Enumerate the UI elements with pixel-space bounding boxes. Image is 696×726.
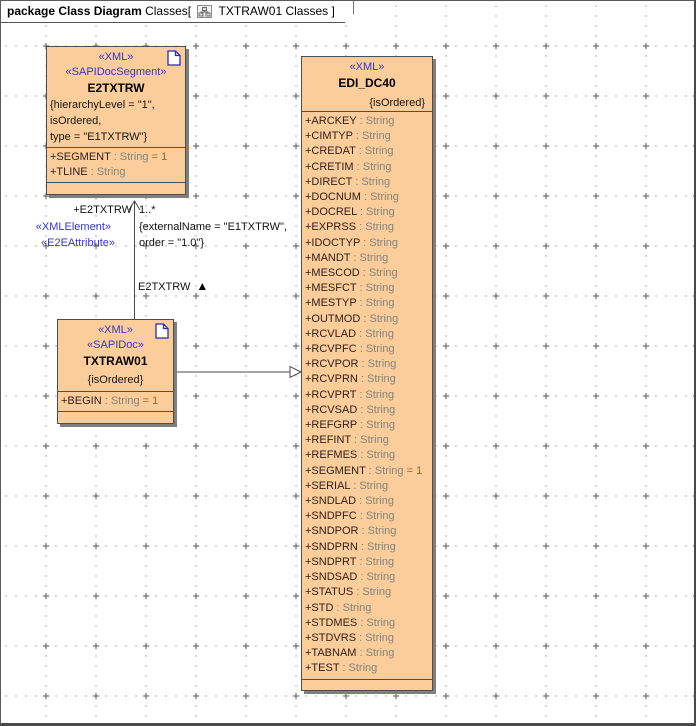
attribute-row[interactable]: +TLINE : String [50, 166, 126, 179]
attribute-row[interactable]: +REFGRP : String [305, 419, 395, 432]
attribute-row[interactable]: +SEGMENT : String = 1 [305, 464, 423, 477]
attribute-row[interactable]: +MESTYP : String [305, 297, 395, 310]
attribute-row[interactable]: +STDMES : String [305, 616, 396, 629]
tagged-value-line: {hierarchyLevel = "1", [50, 99, 155, 111]
stereotype-label: «XML» [98, 324, 133, 336]
attribute-row[interactable]: +CRETIM : String [305, 160, 392, 173]
frame-context-label: Classes[ [141, 4, 195, 18]
class-diagram-icon [197, 4, 212, 25]
attribute-row[interactable]: +RCVSAD : String [305, 403, 396, 416]
stereotype-label: «SAPIDoc» [87, 339, 144, 351]
attribute-row[interactable]: +TEST : String [305, 662, 378, 675]
attribute-row[interactable]: +RCVPRN : String [305, 373, 396, 386]
frame-kind-label: package Class Diagram [7, 4, 142, 18]
class-name: E2TXTRW [87, 81, 145, 95]
attribute-row[interactable]: +SNDPRN : String [305, 540, 396, 553]
association-multiplicity-label[interactable]: 1..* [139, 204, 156, 216]
attribute-row[interactable]: +RCVPOR : String [305, 358, 397, 371]
attribute-row[interactable]: +SNDPRT : String [305, 555, 395, 568]
attributes-compartment: +SEGMENT : String = 1 +TLINE : String [47, 147, 185, 182]
association-name-text: E2TXTRW [138, 281, 191, 293]
attribute-row[interactable]: +SERIAL : String [305, 479, 389, 492]
tagged-value-line: type = "E1TXTRW"} [50, 131, 148, 143]
attribute-row[interactable]: +STD : String [305, 601, 372, 614]
association-stereotype-label[interactable]: «XMLElement» [35, 221, 111, 233]
attribute-row[interactable]: +STATUS : String [305, 586, 392, 599]
association-constraint-line[interactable]: order = "1.0"} [139, 237, 204, 249]
attribute-row[interactable]: +RCVLAD : String [305, 327, 394, 340]
attribute-row[interactable]: +DOCREL : String [305, 206, 395, 219]
attribute-row[interactable]: +MESFCT : String [305, 282, 395, 295]
document-icon [167, 50, 181, 69]
attribute-row[interactable]: +DOCNUM : String [305, 191, 399, 204]
attribute-row[interactable]: +SNDSAD : String [305, 571, 396, 584]
operations-compartment [47, 182, 185, 194]
attribute-row[interactable]: +EXPRSS : String [305, 221, 394, 234]
stereotype-label: «XML» [349, 61, 385, 73]
attribute-row[interactable]: +CIMTYP : String [305, 130, 391, 143]
attribute-row[interactable]: +MESCOD : String [305, 267, 398, 280]
document-icon [155, 323, 169, 342]
attribute-row[interactable]: +DIRECT : String [305, 175, 391, 188]
attribute-row[interactable]: +MANDT : String [305, 251, 389, 264]
up-triangle-icon: ▲ [196, 279, 209, 293]
attributes-compartment: +BEGIN : String = 1 [58, 391, 173, 411]
association-constraint-line[interactable]: {externalName = "E1TXTRW", [139, 221, 287, 233]
attribute-row[interactable]: +ARCKEY : String [305, 115, 395, 127]
attribute-row[interactable]: +TABNAM : String [305, 647, 395, 660]
attribute-row[interactable]: +RCVPFC : String [305, 343, 395, 356]
operations-compartment [302, 678, 432, 690]
class-name: EDI_DC40 [338, 76, 396, 90]
stereotype-label: «SAPIDocSegment» [65, 66, 167, 78]
association-name-label[interactable]: E2TXTRW ▲ [138, 279, 208, 294]
attribute-row[interactable]: +IDOCTYP : String [305, 236, 399, 249]
diagram-frame-tab[interactable]: package Class Diagram Classes[ TXTRAW01 … [1, 1, 354, 23]
attribute-row[interactable]: +STDVRS : String [305, 631, 394, 644]
class-txtraw01[interactable]: «XML» «SAPIDoc» TXTRAW01 {isOrdered} +BE… [57, 319, 174, 425]
association-stereotype-label[interactable]: «E2EAttribute» [41, 237, 115, 249]
tagged-value-line: isOrdered, [50, 115, 102, 127]
stereotype-label: «XML» [98, 51, 134, 63]
tagged-value: {isOrdered} [87, 374, 144, 386]
class-name: TXTRAW01 [83, 354, 148, 368]
attribute-row[interactable]: +REFMES : String [305, 449, 396, 462]
attribute-row[interactable]: +CREDAT : String [305, 145, 394, 158]
frame-diagram-name: TXTRAW01 Classes ] [215, 4, 335, 18]
attribute-row[interactable]: +OUTMOD : String [305, 312, 399, 325]
tagged-value: {isOrdered} [369, 97, 425, 109]
attributes-compartment: +ARCKEY : String +CIMTYP : String +CREDAT … [302, 111, 432, 679]
attribute-row[interactable]: +SNDPOR : String [305, 525, 397, 538]
association-role-label[interactable]: +E2TXTRW [73, 204, 132, 216]
operations-compartment [58, 411, 173, 423]
attribute-row[interactable]: +SNDLAD : String [305, 495, 394, 508]
class-edi-dc40[interactable]: «XML» EDI_DC40 {isOrdered} +ARCKEY : Str… [301, 56, 433, 691]
attribute-row[interactable]: +BEGIN : String = 1 [61, 395, 159, 407]
attribute-row[interactable]: +REFINT : String [305, 434, 389, 447]
class-e2txtrw[interactable]: «XML» «SAPIDocSegment» E2TXTRW {hierarch… [46, 46, 186, 196]
attribute-row[interactable]: +SNDPFC : String [305, 510, 395, 523]
attribute-row[interactable]: +SEGMENT : String = 1 [50, 151, 168, 163]
attribute-row[interactable]: +RCVPRT : String [305, 388, 395, 401]
